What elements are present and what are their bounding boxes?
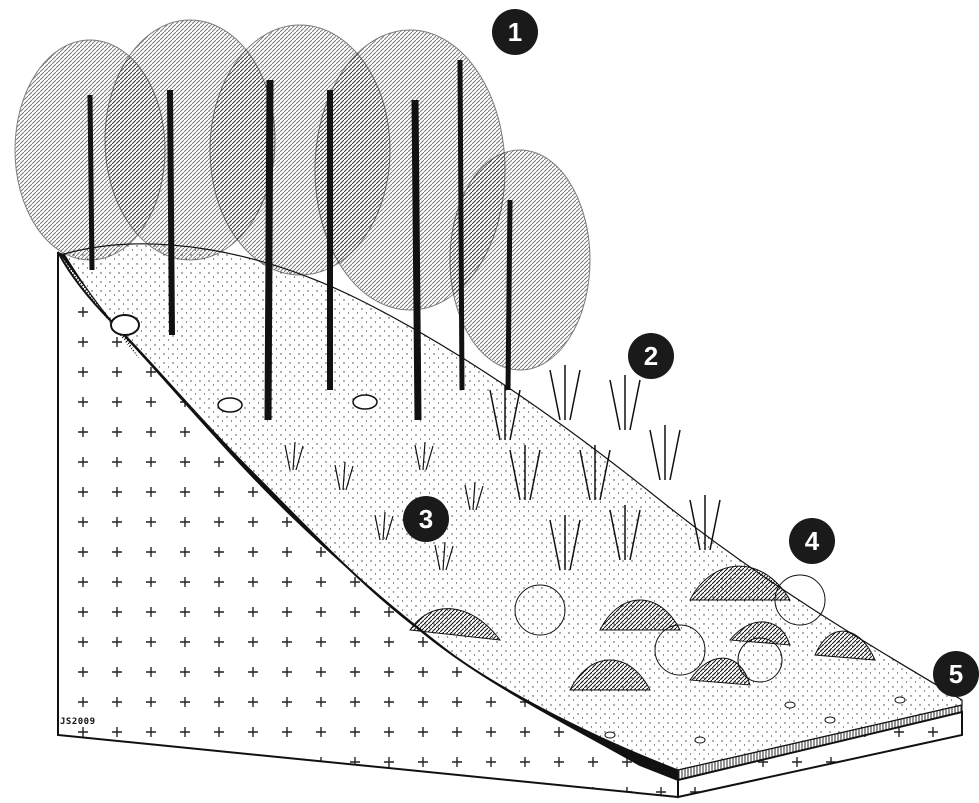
zone-marker-3: 3 bbox=[403, 496, 449, 542]
zone-marker-2: 2 bbox=[628, 333, 674, 379]
zone-marker-5: 5 bbox=[933, 651, 979, 697]
zone-marker-4: 4 bbox=[789, 518, 835, 564]
artist-signature: JS2009 bbox=[60, 717, 96, 727]
zone-marker-1: 1 bbox=[492, 9, 538, 55]
